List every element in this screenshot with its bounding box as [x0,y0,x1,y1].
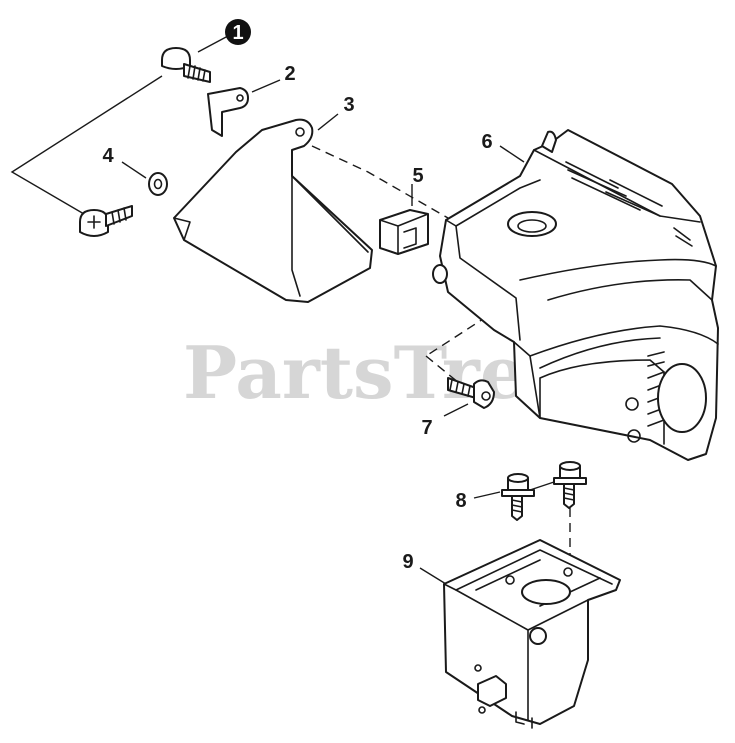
part-6-housing [432,129,719,461]
callout-1: 1 [225,19,251,45]
callout-6-label: 6 [481,131,492,153]
part-1-screw [161,47,211,83]
callout-5-label: 5 [412,165,423,187]
watermark: PartsTree TM [183,330,571,415]
callout-9-label: 9 [402,551,413,573]
watermark-text: PartsTree [183,330,571,415]
part-9-bracket [443,539,621,729]
callout-4-label: 4 [102,145,114,167]
part-5-block [379,209,429,255]
callout-2-label: 2 [284,63,295,85]
part-8-bolts [501,461,587,521]
callout-1-badge [225,19,251,45]
leader-lines [10,35,555,585]
callout-3-label: 3 [343,94,354,116]
callout-1-label: 1 [232,22,243,44]
part-3-shield [173,118,373,303]
callout-8-label: 8 [455,490,466,512]
part-2-clip [207,87,249,137]
callouts: 1 2 3 4 5 6 7 8 9 [102,19,493,573]
part-4-washer [148,172,168,196]
part-7-bolt [447,377,495,409]
callout-7-label: 7 [421,417,432,439]
part-1-screw-lower [79,205,133,237]
